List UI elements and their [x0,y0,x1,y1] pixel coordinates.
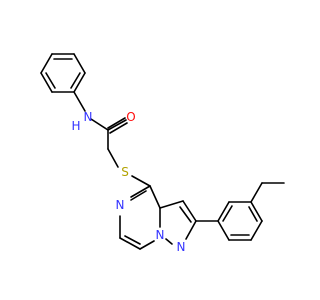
atom-label-pyrazole-nitrogen: N [177,240,186,254]
bond [90,118,109,131]
bond [45,72,56,89]
bond [250,182,263,203]
bond [222,205,233,222]
bond [109,122,128,134]
bond [182,200,197,222]
bond [40,72,53,93]
bond [124,235,141,245]
bond [40,53,53,74]
bond [217,220,230,241]
bond [179,206,192,223]
atom-label-oxygen: O [126,110,135,124]
atom-labels: N H O S N N N [71,110,185,254]
bond [159,200,184,209]
bond [130,190,147,201]
bond [73,72,86,93]
bond [107,148,119,168]
bond [139,240,155,250]
bond [119,237,141,250]
bond [250,220,263,241]
bond [250,201,263,222]
bond [73,53,86,74]
atom-label-pyrazine-nitrogen: N [116,198,125,212]
bond [248,206,258,222]
bond [217,201,230,222]
bond [185,220,197,240]
bonds [40,53,285,250]
atom-label-sulfur: S [121,165,129,179]
atom-label-nitrogen: N [84,110,93,124]
bond [149,185,161,209]
bond [70,72,81,89]
atom-label-hydrogen: H [71,119,80,133]
bond [73,91,86,112]
molecule-structure: N H O S N N N [40,53,285,254]
bond [131,175,151,187]
bond [107,119,127,131]
bond [107,117,126,129]
bond [165,238,173,245]
bond [130,185,151,198]
atom-label-bridgehead-nitrogen: N [156,228,165,242]
